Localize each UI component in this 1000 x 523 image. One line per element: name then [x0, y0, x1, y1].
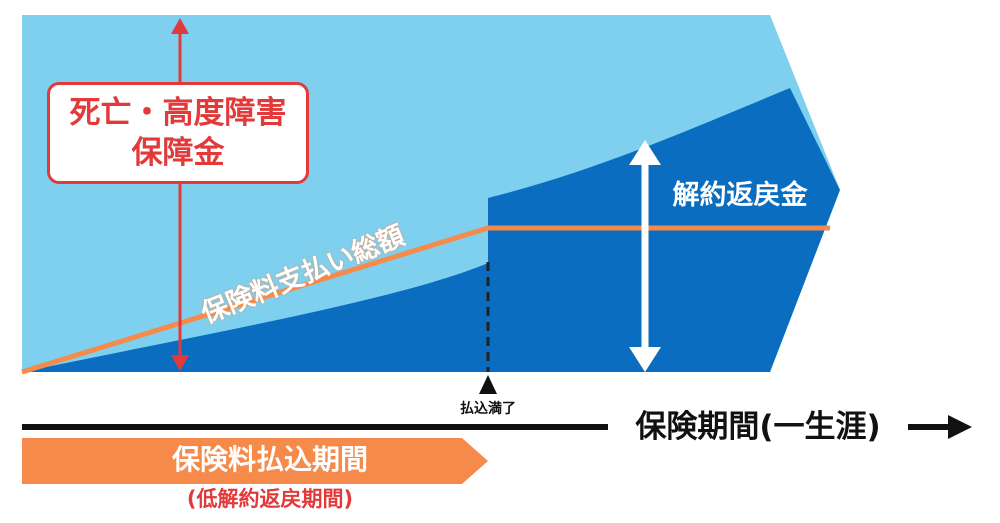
death-benefit-label-box: 死亡・高度障害 保障金 [47, 82, 309, 184]
payment-period-bar [22, 438, 488, 484]
surrender-value-label: 解約返戻金 [672, 180, 808, 211]
paid-up-label: 払込満了 [460, 401, 516, 417]
low-surrender-period-label: (低解約返戻期間) [186, 487, 354, 511]
death-arrow-head-bottom [171, 355, 189, 371]
payment-period-label: 保険料払込期間 [171, 443, 368, 476]
timeline-arrow-head [948, 415, 972, 439]
death-benefit-line1: 死亡・高度障害 [69, 95, 287, 131]
death-arrow-head-top [171, 18, 189, 34]
policy-term-label: 保険期間(一生涯) [608, 405, 908, 449]
paid-up-marker [479, 375, 497, 394]
death-benefit-line2: 保障金 [131, 135, 225, 171]
surrender-arrow-head-top [629, 140, 661, 165]
surrender-arrow-head-bottom [629, 347, 661, 372]
premium-total-line [21, 225, 830, 375]
